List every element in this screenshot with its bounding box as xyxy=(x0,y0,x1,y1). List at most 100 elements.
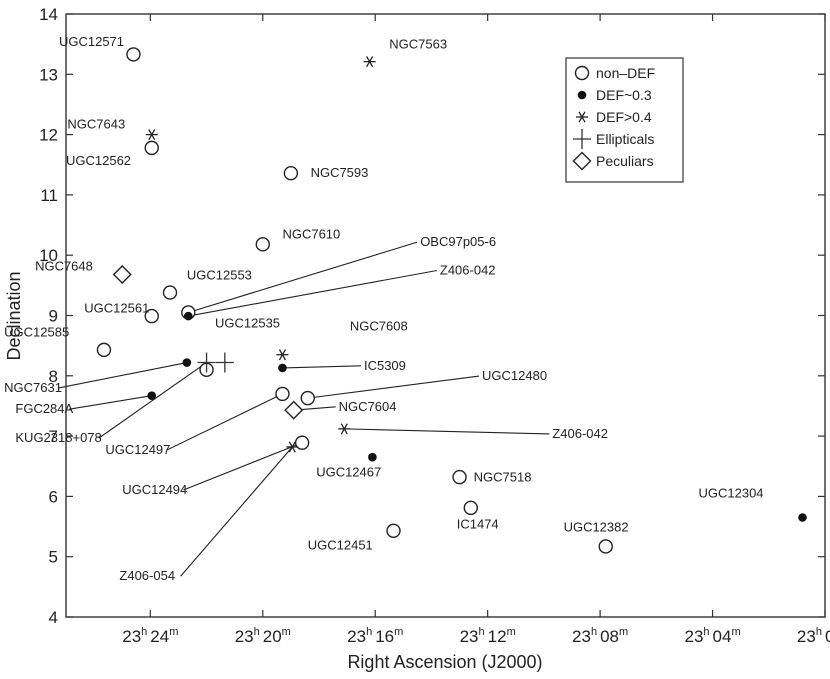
y-tick-label: 12 xyxy=(39,126,58,145)
data-points xyxy=(96,47,807,554)
point-def04 xyxy=(286,441,299,453)
point-def03 xyxy=(183,311,193,321)
legend-marker-nondef xyxy=(574,65,590,81)
legend-label: non–DEF xyxy=(596,65,655,81)
point-label: Z406-042 xyxy=(552,426,608,441)
point-label: UGC12497 xyxy=(105,442,170,457)
point-def03 xyxy=(798,513,807,522)
legend-label: Peculiars xyxy=(596,153,654,169)
point-label: UGC12480 xyxy=(482,368,547,383)
point-nondef xyxy=(598,539,613,554)
legend-label: Ellipticals xyxy=(596,131,654,147)
asterisk-stroke xyxy=(288,441,296,453)
y-tick-label: 8 xyxy=(49,367,58,386)
y-tick-label: 10 xyxy=(39,246,58,265)
y-tick-label: 6 xyxy=(49,487,58,506)
point-nondef xyxy=(255,237,270,252)
point-nondef xyxy=(144,140,159,156)
leader-line xyxy=(344,428,550,435)
point-label: NGC7518 xyxy=(474,469,532,484)
plot-area xyxy=(65,13,826,618)
leader-line xyxy=(98,362,207,439)
point-ell xyxy=(215,352,234,373)
point-pec xyxy=(284,400,304,420)
asterisk-stroke xyxy=(366,56,374,68)
point-nondef xyxy=(144,308,159,324)
point-nondef xyxy=(300,390,315,406)
y-tick-label: 13 xyxy=(39,65,58,84)
point-label: UGC12494 xyxy=(122,482,187,497)
point-nondef xyxy=(283,165,299,181)
point-label: UGC12561 xyxy=(84,300,149,315)
point-def04 xyxy=(145,129,158,141)
point-def03 xyxy=(147,391,157,400)
y-tick-label: 4 xyxy=(49,608,58,627)
point-label: NGC7593 xyxy=(311,165,369,180)
point-label: NGC7604 xyxy=(339,399,397,414)
point-label: KUG2318+078 xyxy=(15,430,101,445)
point-def03 xyxy=(368,452,377,462)
legend-label: DEF~0.3 xyxy=(596,87,652,103)
legend-marker-def03 xyxy=(577,90,587,100)
x-axis-title: Right Ascension (J2000) xyxy=(347,652,542,672)
asterisk-stroke xyxy=(278,349,287,361)
leader-line xyxy=(166,393,283,451)
point-label: NGC7648 xyxy=(35,258,93,273)
point-nondef xyxy=(126,47,141,62)
point-label: NGC7610 xyxy=(282,226,340,241)
y-axis-title: Declination xyxy=(4,271,24,360)
y-tick-label: 5 xyxy=(49,548,58,567)
point-label: UGC12571 xyxy=(59,34,124,49)
point-label: NGC7608 xyxy=(350,319,408,334)
x-tick-label: 23h00m xyxy=(797,626,830,646)
y-tick-label: 11 xyxy=(40,186,58,205)
point-label: FGC284A xyxy=(15,401,73,416)
point-nondef xyxy=(386,523,401,538)
point-label: UGC12467 xyxy=(316,465,381,480)
point-nondef xyxy=(452,469,467,485)
point-nondef xyxy=(294,435,310,450)
point-pec xyxy=(112,265,132,284)
point-label: UGC12451 xyxy=(308,537,373,552)
leader-line xyxy=(57,361,187,389)
point-nondef xyxy=(162,285,178,300)
leader-line xyxy=(69,395,152,410)
point-nondef xyxy=(96,342,112,358)
point-label: UGC12585 xyxy=(4,325,69,340)
point-def04 xyxy=(363,56,376,68)
asterisk-stroke xyxy=(148,129,156,141)
leader-line xyxy=(183,442,303,491)
point-label: UGC12535 xyxy=(215,316,280,331)
point-label: Z406-054 xyxy=(119,568,175,583)
point-def03 xyxy=(182,358,192,367)
point-label: UGC12562 xyxy=(66,153,131,168)
leader-line xyxy=(188,241,418,314)
legend: non–DEFDEF~0.3DEF>0.4EllipticalsPeculiar… xyxy=(565,57,684,183)
point-label: NGC7563 xyxy=(389,36,447,51)
point-label: NGC7631 xyxy=(4,380,62,395)
point-def03 xyxy=(278,363,287,373)
point-nondef xyxy=(275,386,290,402)
leader-lines xyxy=(57,241,550,577)
point-label: NGC7643 xyxy=(67,117,125,132)
y-tick-label: 9 xyxy=(49,307,58,326)
legend-marker-ell xyxy=(573,129,591,149)
point-ell xyxy=(197,352,216,373)
point-label: UGC12382 xyxy=(564,519,629,534)
point-label: UGC12553 xyxy=(187,267,252,282)
point-label: UGC12304 xyxy=(699,486,764,501)
leader-line xyxy=(180,446,293,577)
point-def04 xyxy=(338,423,351,435)
asterisk-stroke xyxy=(340,423,348,435)
point-labels: UGC12571 NGC7563NGC7643UGC12562NGC7593NGC… xyxy=(4,34,763,583)
asterisk-stroke xyxy=(578,111,586,123)
